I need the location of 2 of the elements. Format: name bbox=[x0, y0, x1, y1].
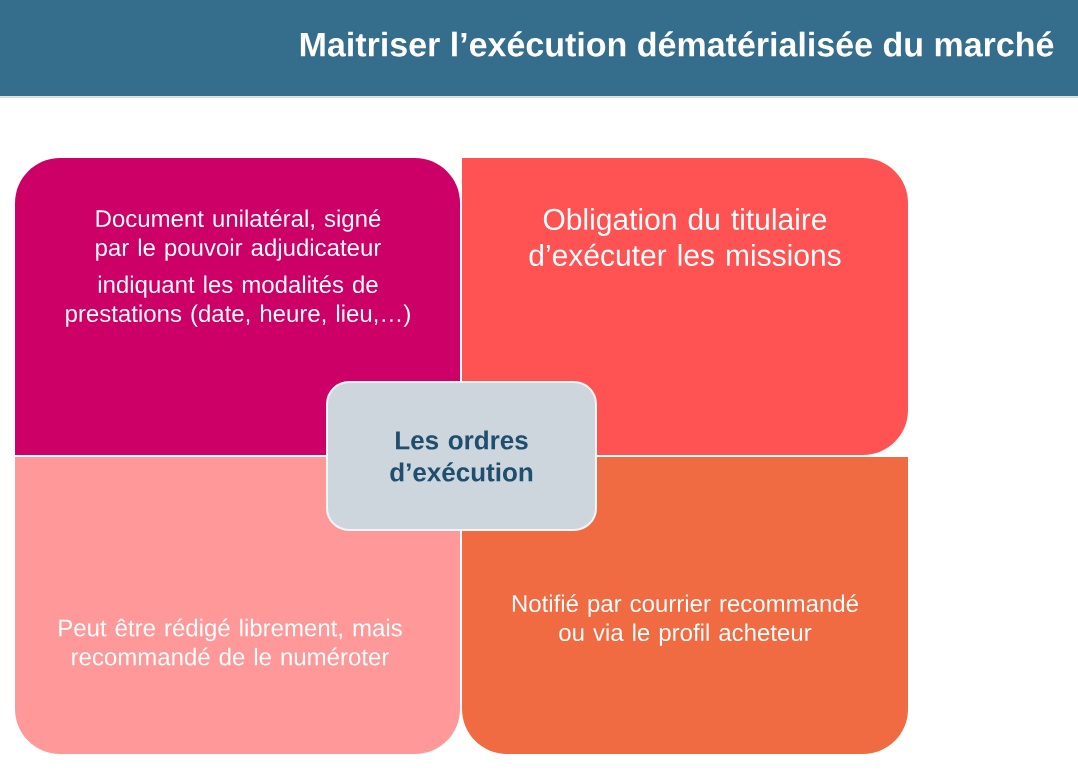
center-box: Les ordres d’exécution bbox=[326, 381, 597, 531]
title-banner: Maitriser l’exécution dématérialisée du marché bbox=[0, 0, 1078, 96]
